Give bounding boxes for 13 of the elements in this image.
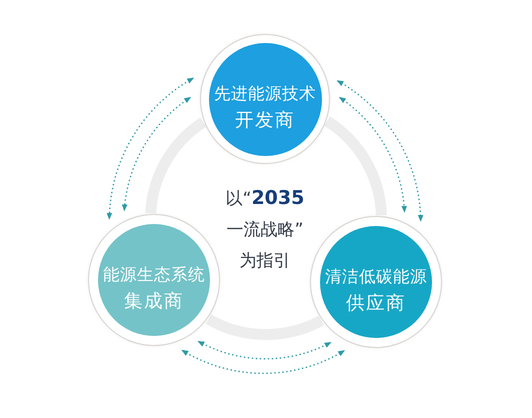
role-title: 先进能源技术 [214, 83, 316, 104]
dotted-arrow [197, 340, 332, 360]
dotted-arrow [181, 350, 346, 374]
dotted-arrow [122, 96, 192, 212]
dotted-arrow [336, 80, 424, 222]
slogan-text: 以“2035一流战略”为指引 [224, 186, 306, 273]
role-title: 清洁低碳能源 [325, 266, 427, 287]
role-name: 集成商 [124, 290, 184, 314]
dotted-arrow [338, 96, 407, 213]
role-name: 开发商 [235, 109, 295, 133]
dotted-arrow [106, 78, 194, 220]
role-title: 能源生态系统 [103, 264, 205, 285]
role-name: 供应商 [346, 292, 406, 316]
